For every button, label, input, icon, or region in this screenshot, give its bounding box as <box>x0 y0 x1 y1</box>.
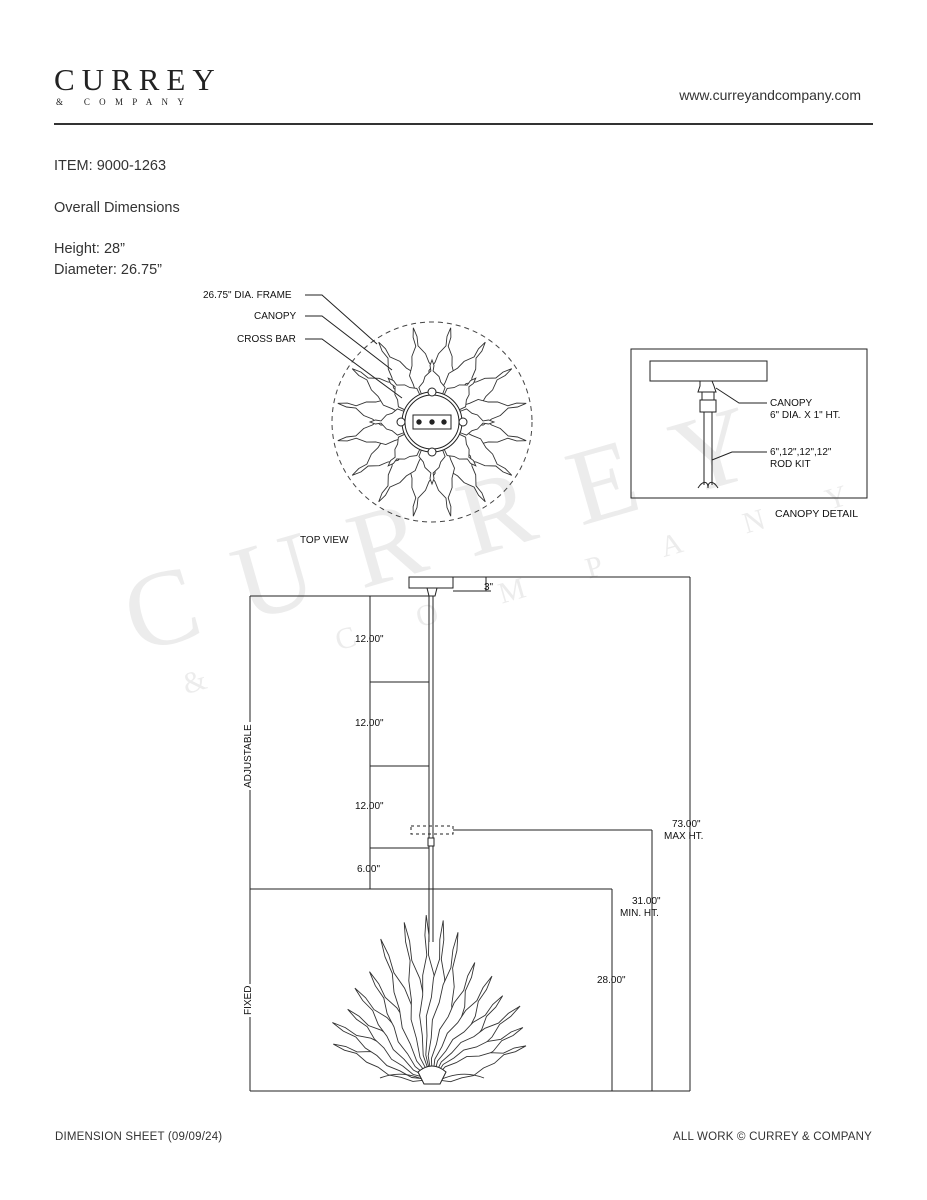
fixed-height-dim: 28.00" <box>597 975 626 986</box>
diameter-spec: Diameter: 26.75” <box>54 262 162 278</box>
rod-dim-3: 12.00" <box>355 801 384 812</box>
fixed-label: FIXED <box>243 983 254 1017</box>
canopy-detail-caption: CANOPY DETAIL <box>775 508 859 520</box>
canopy-height-dim: 3" <box>484 582 494 593</box>
detail-label-canopy-size: 6" DIA. X 1" HT. <box>770 410 841 421</box>
label-frame: 26.75" DIA. FRAME <box>203 290 292 301</box>
height-spec: Height: 28” <box>54 241 125 257</box>
footer-left: DIMENSION SHEET (09/09/24) <box>55 1131 223 1143</box>
detail-label-rod: 6",12",12",12" <box>770 447 832 458</box>
min-height-dim: 31.00" <box>632 896 661 907</box>
item-number: ITEM: 9000-1263 <box>54 158 167 174</box>
rod-dim-2: 12.00" <box>355 718 384 729</box>
footer-right: ALL WORK © CURREY & COMPANY <box>673 1131 872 1143</box>
side-view-leaves <box>332 915 527 1085</box>
canopy-detail-box <box>630 348 868 499</box>
rod-dim-1: 12.00" <box>355 634 384 645</box>
rod-dim-4: 6.00" <box>357 864 381 875</box>
section-title: Overall Dimensions <box>54 200 180 216</box>
adjustable-label: ADJUSTABLE <box>243 722 254 790</box>
top-view-drawing <box>331 321 533 523</box>
top-view-caption: TOP VIEW <box>300 535 349 546</box>
detail-label-rod-kit: ROD KIT <box>770 459 811 470</box>
detail-label-canopy: CANOPY <box>770 398 813 409</box>
label-canopy-top: CANOPY <box>254 311 297 322</box>
brand-logo-sub: & COMPANY <box>56 97 194 107</box>
leaf <box>435 1045 527 1083</box>
website-link[interactable]: www.curreyandcompany.com <box>679 87 861 103</box>
max-height-label: MAX HT. <box>664 831 704 842</box>
header-rule <box>54 123 873 125</box>
label-cross-bar: CROSS BAR <box>237 334 296 345</box>
brand-logo: CURREY <box>54 62 222 97</box>
min-height-label: MIN. HT. <box>620 908 659 919</box>
max-height-dim: 73.00" <box>672 819 701 830</box>
